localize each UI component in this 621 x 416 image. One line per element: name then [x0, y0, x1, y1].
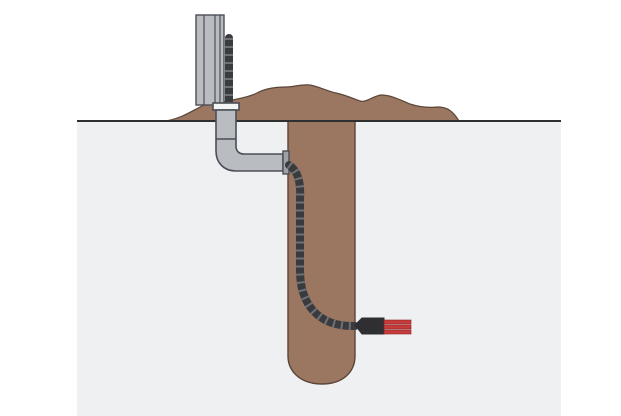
drill-tool [354, 317, 412, 335]
cable-main [285, 161, 359, 331]
borehole [287, 120, 356, 385]
pipe-top-collar [212, 102, 240, 111]
tool-red-rod [383, 319, 412, 325]
well-casing-pipe [195, 14, 225, 106]
cable-main-body [285, 161, 359, 331]
tool-red-rod [383, 329, 412, 335]
casing-body [195, 14, 225, 106]
tool-red-rod [383, 324, 412, 330]
